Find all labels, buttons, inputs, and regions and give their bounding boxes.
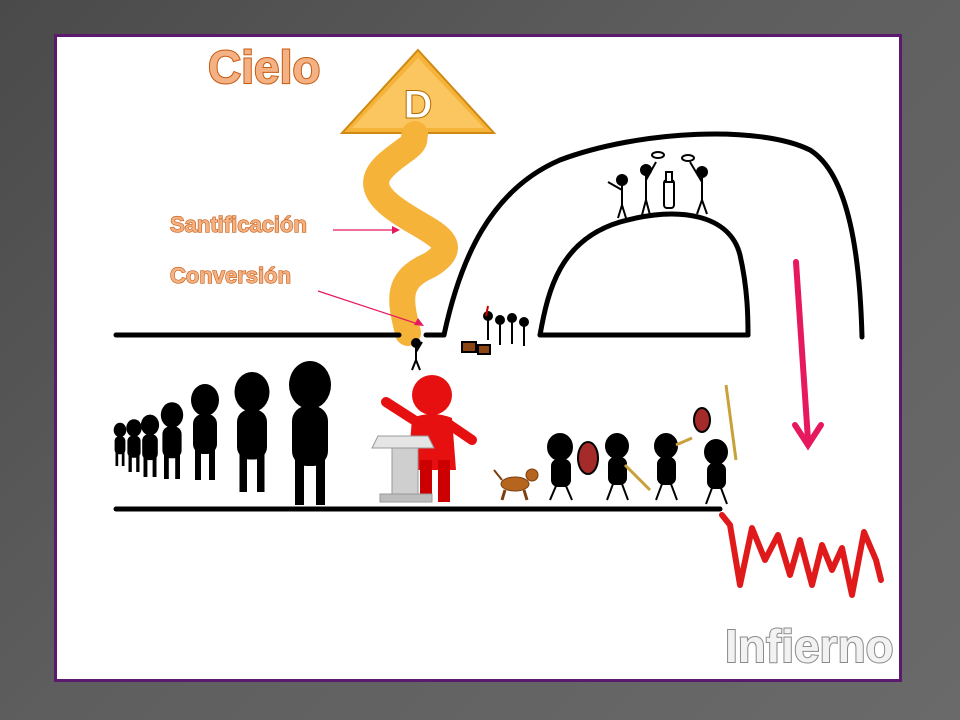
dog-figure bbox=[493, 468, 539, 501]
walker-figure bbox=[113, 422, 127, 466]
roads bbox=[113, 131, 865, 512]
trombone-player-figure bbox=[605, 433, 652, 501]
god-letter: D bbox=[404, 83, 433, 127]
slide-canvas bbox=[54, 34, 902, 682]
walker-figure bbox=[160, 402, 184, 479]
walker-figure bbox=[289, 361, 331, 505]
hell-zigzag bbox=[719, 512, 884, 598]
traveling-group bbox=[461, 305, 529, 355]
conversion-arrow bbox=[317, 290, 422, 326]
sanctification-label: Santificación bbox=[170, 212, 307, 237]
marching-band bbox=[547, 384, 738, 505]
party-figures bbox=[607, 151, 708, 219]
conversion-label: Conversión bbox=[170, 263, 291, 288]
hell-label: Infierno bbox=[725, 620, 894, 672]
podium bbox=[371, 435, 435, 503]
golden-path bbox=[363, 121, 458, 346]
descent-arrow bbox=[792, 259, 824, 451]
drummer-figure bbox=[547, 433, 599, 501]
walker-figure bbox=[140, 414, 160, 477]
preacher-figure bbox=[381, 375, 477, 502]
walking-crowd bbox=[113, 361, 331, 505]
god-triangle: D bbox=[339, 48, 497, 134]
walker-figure bbox=[234, 372, 270, 492]
walker-figure bbox=[126, 419, 142, 472]
walker-figure bbox=[191, 384, 219, 480]
trumpet-player-figure bbox=[654, 433, 693, 501]
cymbal-player-figure bbox=[693, 384, 738, 505]
converted-figure bbox=[411, 338, 423, 371]
heaven-label: Cielo bbox=[208, 41, 320, 93]
